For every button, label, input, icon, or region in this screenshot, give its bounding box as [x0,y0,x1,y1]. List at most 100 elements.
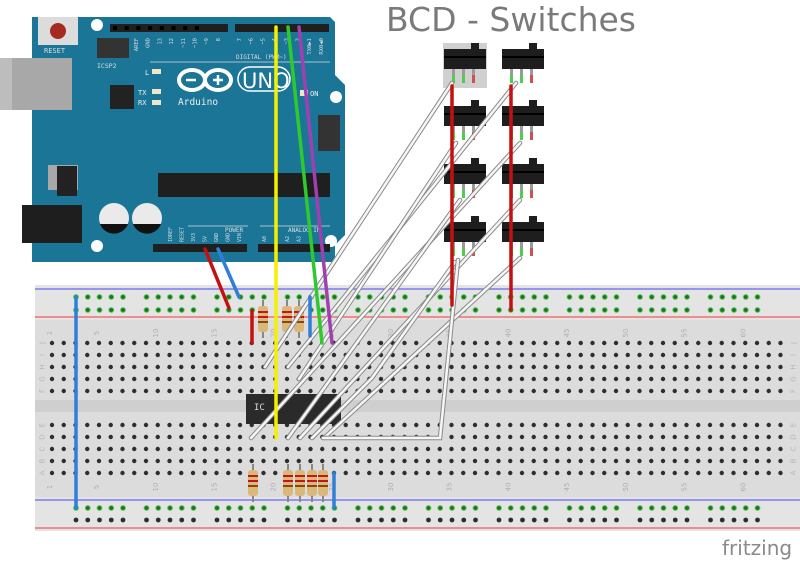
breadboard-hole [531,340,536,346]
breadboard-hole [85,470,90,476]
switch-pin [472,69,475,75]
breadboard-hole [108,388,113,394]
reset-label: RESET [44,47,66,55]
breadboard-hole [684,458,689,464]
breadboard-hole [543,388,548,394]
rail-hole [437,294,444,300]
breadboard-hole [449,364,454,370]
breadboard-hole [543,470,548,476]
breadboard-hole [566,364,572,370]
breadboard-hole [449,470,454,476]
breadboard-hole [484,434,489,440]
rail-hole [519,505,526,511]
breadboard-hole [226,364,231,370]
pin-label: ~10 [193,38,199,48]
resistor-band [282,311,292,313]
breadboard-hole [202,340,207,346]
mount-hole [91,19,103,31]
rail-hole [472,307,479,313]
breadboard-hole [684,376,689,382]
row-label: G [790,376,798,381]
breadboard-hole [649,470,654,476]
breadboard-hole [49,470,55,476]
breadboard-hole [719,470,724,476]
rail-hole [214,517,220,523]
rail-hole [108,517,114,523]
breadboard-hole [637,434,642,440]
breadboard-hole [355,352,360,358]
rail-hole [249,294,256,300]
rail-hole [402,294,408,300]
breadboard-hole [590,422,595,428]
breadboard-hole [143,376,149,382]
white-wire [286,198,462,440]
breadboard-hole [449,422,454,428]
switch-stripe [502,229,544,231]
resistor-bottom [283,464,293,502]
rail-hole [96,294,103,300]
rail-hole [319,307,326,313]
rail-hole [754,294,761,300]
breadboard-hole [414,364,419,370]
rail-hole [578,517,584,523]
breadboard-hole [566,388,572,394]
breadboard-hole [543,434,548,440]
breadboard-hole [754,388,760,394]
breadboard-hole [202,434,207,440]
resistor-band [248,475,258,477]
breadboard-hole [637,458,642,464]
breadboard-hole [49,458,55,464]
breadboard-hole [696,470,701,476]
rail-hole [226,517,232,523]
breadboard-hole [343,376,348,382]
breadboard-hole [496,352,501,358]
rail-hole [402,505,408,511]
header-pin [136,26,141,30]
switch-knob [471,158,479,166]
breadboard-hole [496,434,501,440]
rail-hole [332,517,337,523]
breadboard-hole [707,458,713,464]
column-number: 25 [328,483,336,492]
breadboard-hole [49,340,55,346]
breadboard-hole [402,470,407,476]
breadboard-hole [625,422,630,428]
uno-badge [237,66,291,92]
switch-knob [471,216,479,224]
rail-hole [155,294,162,300]
breadboard-hole [108,470,113,476]
breadboard-hole [190,388,196,394]
rail-hole [719,505,726,511]
rail-hole [143,294,150,300]
column-number: 45 [563,329,571,338]
switch-stripe [502,171,544,173]
breadboard-hole [461,446,466,452]
breadboard-hole [214,470,219,476]
breadboard-hole [179,422,184,428]
row-label: G [39,376,47,381]
breadboard-hole [155,340,160,346]
rail-hole [155,307,162,313]
row-label: A [39,470,47,475]
breadboard-hole [660,434,666,440]
breadboard-hole [660,446,666,452]
breadboard-hole [237,458,243,464]
breadboard-hole [167,388,172,394]
breadboard-hole [237,376,243,382]
breadboard-hole [378,446,384,452]
breadboard-hole [707,446,713,452]
switch-pin [462,69,465,75]
row-label: F [39,389,47,393]
column-number: 5 [93,485,101,489]
breadboard-hole [132,446,137,452]
breadboard-hole [390,458,395,464]
breadboard-hole [331,446,337,452]
switch-knob [529,216,537,224]
breadboard-hole [320,458,325,464]
breadboard-hole [320,446,325,452]
breadboard-hole [566,446,572,452]
digital-header-right [235,24,329,32]
switch-lead [520,132,523,140]
breadboard-hole [402,388,407,394]
rail-hole [531,505,538,511]
